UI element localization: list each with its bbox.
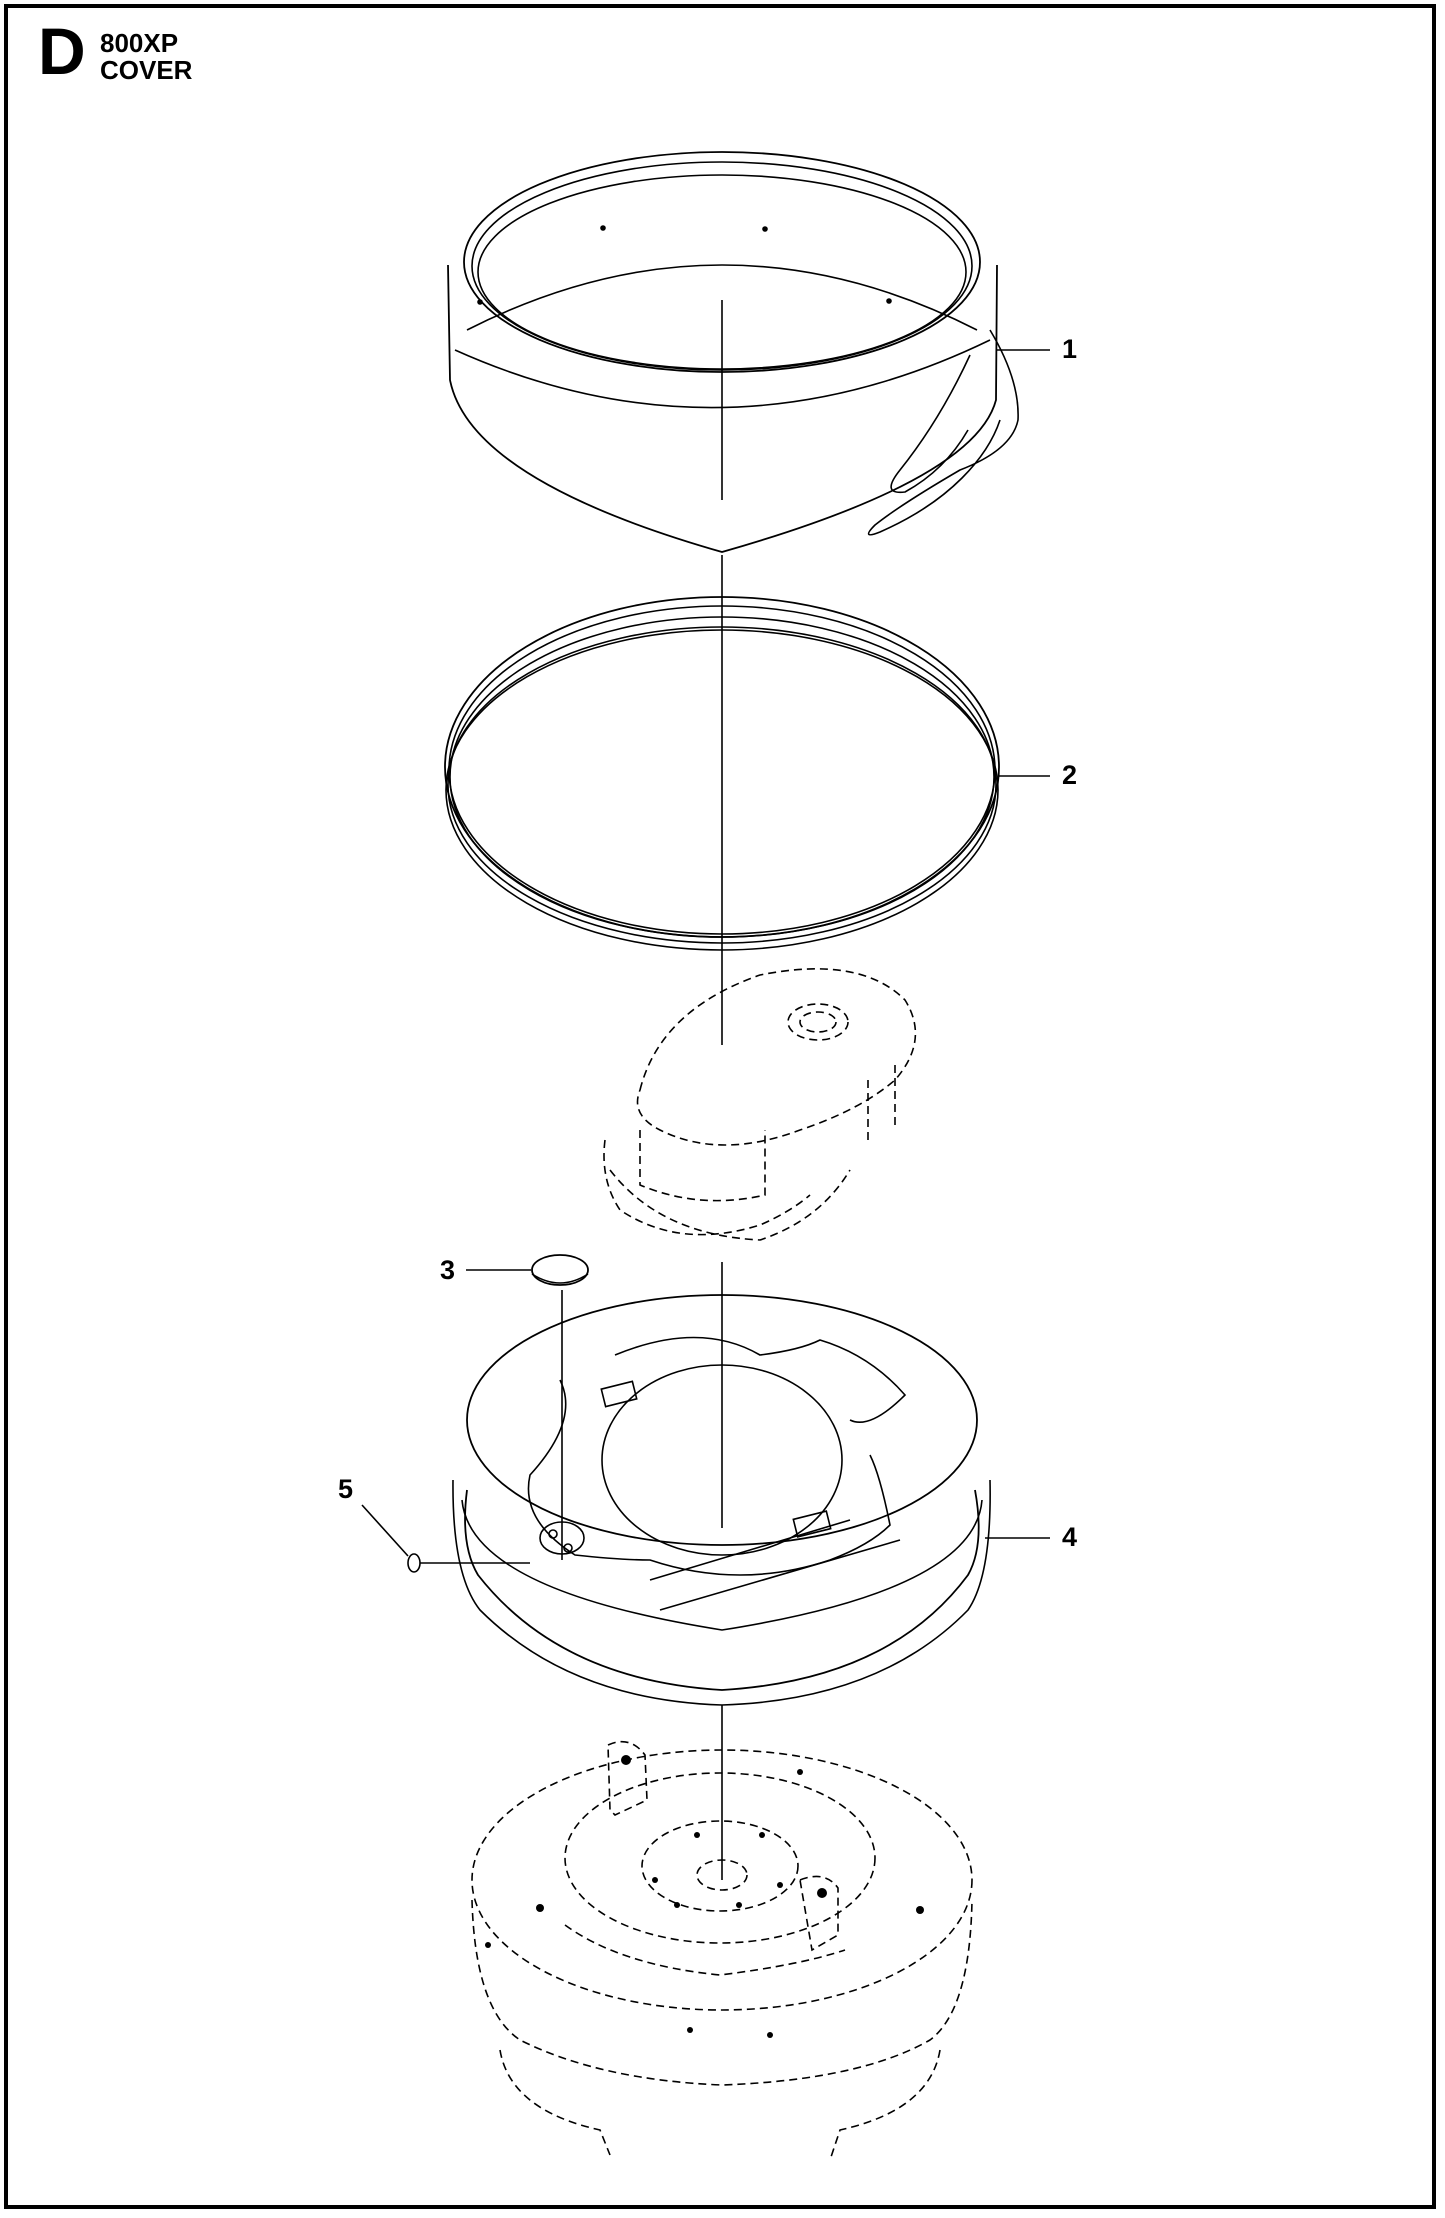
part-1-top-cover[interactable] [447, 151, 1019, 553]
part-2-seal-ring[interactable] [444, 596, 1000, 951]
chassis-fasteners [485, 1755, 924, 2038]
callout-4[interactable]: 4 [1062, 1522, 1078, 1552]
leader-line-5 [361, 1504, 530, 1564]
callout-1[interactable]: 1 [1062, 334, 1078, 364]
gearbox-reference [603, 968, 917, 1241]
part-5-small-plug[interactable] [407, 1553, 421, 1573]
callout-5[interactable]: 5 [338, 1474, 354, 1504]
drawing-frame [4, 4, 1436, 2209]
part-4-deck-cover[interactable] [452, 1294, 991, 1706]
callout-3[interactable]: 3 [440, 1255, 456, 1285]
title-label: COVER [100, 55, 193, 85]
leader-line-3 [466, 1269, 563, 1560]
model-label: 800XP [100, 28, 179, 58]
part-3-cap[interactable] [531, 1254, 589, 1286]
callout-2[interactable]: 2 [1062, 760, 1078, 790]
section-title: 800XP COVER [100, 30, 192, 84]
chassis-reference [471, 1740, 973, 2161]
section-letter: D [38, 14, 86, 88]
